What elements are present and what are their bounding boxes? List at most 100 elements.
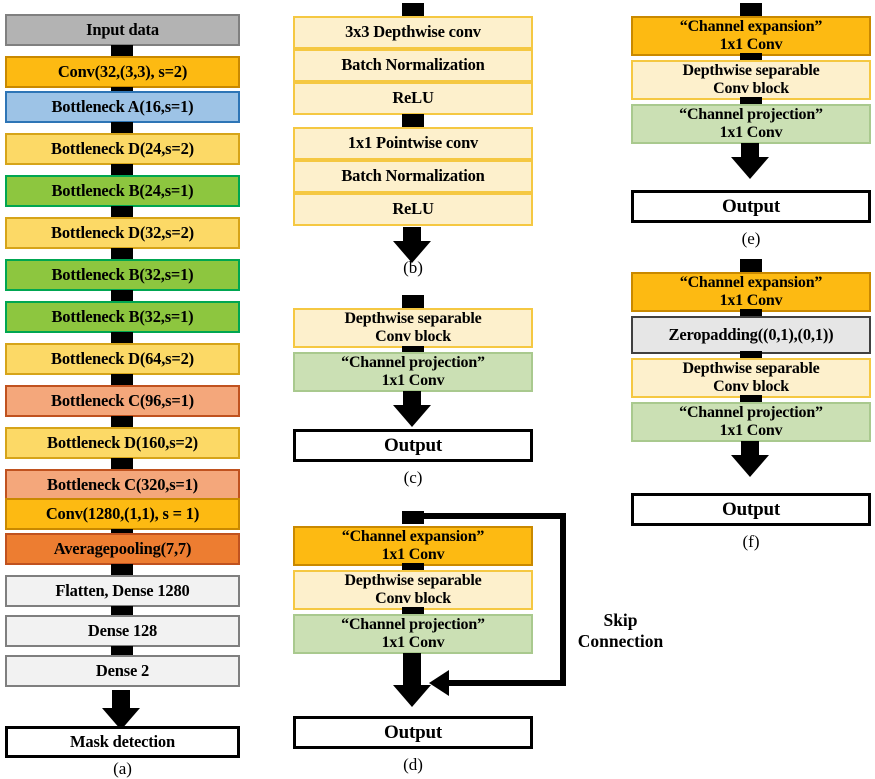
node-depthwise-separable-conv-block-d: Depthwise separable Conv block bbox=[293, 570, 533, 610]
node-label-line1: Depthwise separable bbox=[682, 62, 820, 80]
node-label-line1: “Channel expansion” bbox=[341, 528, 485, 546]
node-label-line1: Depthwise separable bbox=[682, 360, 820, 378]
node-input-data: Input data bbox=[5, 14, 240, 46]
node-bottleneck-b32-1: Bottleneck B(32,s=1) bbox=[5, 259, 240, 291]
node-label-line2: 1x1 Conv bbox=[381, 372, 445, 389]
node-label-line1: “Channel projection” bbox=[341, 616, 485, 634]
node-dense2: Dense 2 bbox=[5, 655, 240, 687]
node-label-line2: 1x1 Conv bbox=[719, 124, 783, 141]
node-label: Averagepooling(7,7) bbox=[53, 538, 192, 558]
node-averagepooling: Averagepooling(7,7) bbox=[5, 533, 240, 565]
node-label-line2: Conv block bbox=[375, 590, 451, 607]
node-channel-expansion-d: “Channel expansion” 1x1 Conv bbox=[293, 526, 533, 566]
node-label: Bottleneck B(32,s=1) bbox=[51, 306, 194, 326]
connector-stub-top bbox=[402, 295, 424, 308]
node-batch-norm-1: Batch Normalization bbox=[293, 49, 533, 82]
node-label-line1: “Channel projection” bbox=[341, 354, 485, 372]
node-label: Output bbox=[384, 721, 442, 743]
node-label: Bottleneck D(64,s=2) bbox=[51, 348, 194, 368]
node-label: Bottleneck D(32,s=2) bbox=[51, 222, 194, 242]
node-label: Dense 128 bbox=[87, 620, 158, 640]
node-channel-projection-f: “Channel projection” 1x1 Conv bbox=[631, 402, 871, 442]
node-label: Output bbox=[722, 498, 780, 520]
node-label-line1: “Channel expansion” bbox=[679, 274, 823, 292]
node-channel-expansion-e: “Channel expansion” 1x1 Conv bbox=[631, 16, 871, 56]
node-label: Zeropadding((0,1),(0,1)) bbox=[668, 324, 834, 344]
node-label: Flatten, Dense 1280 bbox=[55, 580, 190, 600]
node-label: Conv(32,(3,3), s=2) bbox=[57, 61, 188, 81]
skip-connection-arrowhead bbox=[429, 670, 449, 696]
node-label: Bottleneck A(16,s=1) bbox=[51, 96, 194, 116]
connector-stub bbox=[111, 164, 133, 177]
caption-f: (f) bbox=[742, 532, 760, 551]
connector-stub-top bbox=[740, 259, 762, 272]
node-label: 3x3 Depthwise conv bbox=[345, 22, 481, 42]
skip-connection-vertical bbox=[560, 513, 566, 686]
skip-connection-label: Skip Connection bbox=[577, 610, 664, 651]
node-label: Bottleneck D(24,s=2) bbox=[51, 138, 194, 158]
node-label: Batch Normalization bbox=[341, 55, 485, 75]
caption-e: (e) bbox=[741, 229, 761, 248]
connector-stub bbox=[111, 458, 133, 471]
connector-stub bbox=[111, 290, 133, 303]
node-output-c: Output bbox=[293, 429, 533, 462]
node-relu-2: ReLU bbox=[293, 193, 533, 226]
node-label: 1x1 Pointwise conv bbox=[347, 133, 479, 153]
connector-stub bbox=[111, 206, 133, 219]
node-3x3-depthwise-conv: 3x3 Depthwise conv bbox=[293, 16, 533, 49]
node-flatten-dense1280: Flatten, Dense 1280 bbox=[5, 575, 240, 607]
node-label: ReLU bbox=[392, 199, 434, 219]
node-label: Bottleneck B(32,s=1) bbox=[51, 264, 194, 284]
skip-connection-horizontal-top bbox=[413, 513, 566, 519]
node-conv1280: Conv(1280,(1,1), s = 1) bbox=[5, 498, 240, 530]
caption-d: (d) bbox=[403, 755, 423, 774]
node-label-line1: “Channel expansion” bbox=[679, 18, 823, 36]
node-bottleneck-d24: Bottleneck D(24,s=2) bbox=[5, 133, 240, 165]
skip-connection-horizontal-bottom bbox=[448, 680, 566, 686]
caption-b: (b) bbox=[403, 258, 423, 277]
node-label-line2: 1x1 Conv bbox=[381, 634, 445, 651]
node-mask-detection: Mask detection bbox=[5, 726, 240, 758]
node-depthwise-separable-conv-block-f: Depthwise separable Conv block bbox=[631, 358, 871, 398]
connector-stub bbox=[111, 45, 133, 58]
node-bottleneck-b32-2: Bottleneck B(32,s=1) bbox=[5, 301, 240, 333]
node-label-line2: Conv block bbox=[375, 328, 451, 345]
node-label: Mask detection bbox=[70, 731, 175, 751]
node-label: Bottleneck D(160,s=2) bbox=[47, 432, 198, 452]
connector-stub bbox=[111, 564, 133, 577]
node-label-line1: “Channel projection” bbox=[679, 404, 823, 422]
connector-stub bbox=[111, 332, 133, 345]
node-label: Input data bbox=[86, 19, 159, 39]
node-1x1-pointwise-conv: 1x1 Pointwise conv bbox=[293, 127, 533, 160]
node-bottleneck-d64: Bottleneck D(64,s=2) bbox=[5, 343, 240, 375]
caption-a: (a) bbox=[113, 759, 132, 778]
node-bottleneck-c320: Bottleneck C(320,s=1) bbox=[5, 469, 240, 501]
node-label-line2: 1x1 Conv bbox=[719, 422, 783, 439]
node-channel-projection-d: “Channel projection” 1x1 Conv bbox=[293, 614, 533, 654]
node-output-d: Output bbox=[293, 716, 533, 749]
node-label: ReLU bbox=[392, 88, 434, 108]
node-depthwise-separable-conv-block-c: Depthwise separable Conv block bbox=[293, 308, 533, 348]
connector-stub bbox=[111, 416, 133, 429]
node-label-line2: Conv block bbox=[713, 80, 789, 97]
node-label: Bottleneck C(96,s=1) bbox=[51, 390, 194, 410]
connector-stub bbox=[111, 122, 133, 135]
node-label-line1: Depthwise separable bbox=[344, 572, 482, 590]
node-conv32: Conv(32,(3,3), s=2) bbox=[5, 56, 240, 88]
connector-stub-top bbox=[402, 3, 424, 16]
node-dense128: Dense 128 bbox=[5, 615, 240, 647]
node-label: Conv(1280,(1,1), s = 1) bbox=[45, 503, 200, 523]
node-batch-norm-2: Batch Normalization bbox=[293, 160, 533, 193]
node-bottleneck-a16: Bottleneck A(16,s=1) bbox=[5, 91, 240, 123]
node-label: Batch Normalization bbox=[341, 166, 485, 186]
node-bottleneck-d32: Bottleneck D(32,s=2) bbox=[5, 217, 240, 249]
node-label-line2: 1x1 Conv bbox=[719, 36, 783, 53]
node-bottleneck-c96: Bottleneck C(96,s=1) bbox=[5, 385, 240, 417]
node-label: Bottleneck C(320,s=1) bbox=[47, 474, 198, 494]
caption-c: (c) bbox=[403, 468, 423, 487]
node-bottleneck-d160: Bottleneck D(160,s=2) bbox=[5, 427, 240, 459]
node-label: Output bbox=[722, 195, 780, 217]
node-channel-projection-c: “Channel projection” 1x1 Conv bbox=[293, 352, 533, 392]
connector-stub bbox=[111, 374, 133, 387]
